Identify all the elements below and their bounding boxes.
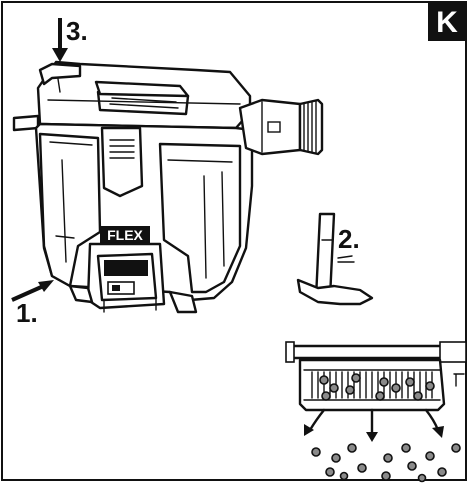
vacuum-cleaner: FLEX [12,60,324,314]
panel-letter: K [436,6,458,39]
step-3-arrow [52,18,68,62]
step-3-label: 3. [66,16,88,46]
step-1-arrow [11,280,54,302]
dust-particles-falling [311,443,461,483]
fall-arrow-left [308,408,326,432]
fall-arrow-right [424,408,440,432]
hand [296,278,374,306]
brand-plate [100,226,150,244]
panel-letter-badge: K [428,3,466,41]
brand-label: FLEX [107,227,143,243]
panel-border [1,1,467,481]
filter-cross-section [285,341,467,483]
step-2-label: 2. [338,224,360,254]
filter-tap-illustration [296,212,374,306]
step-1-label: 1. [16,298,38,328]
front-clip [100,126,144,198]
dust-particles-inside [319,373,435,401]
